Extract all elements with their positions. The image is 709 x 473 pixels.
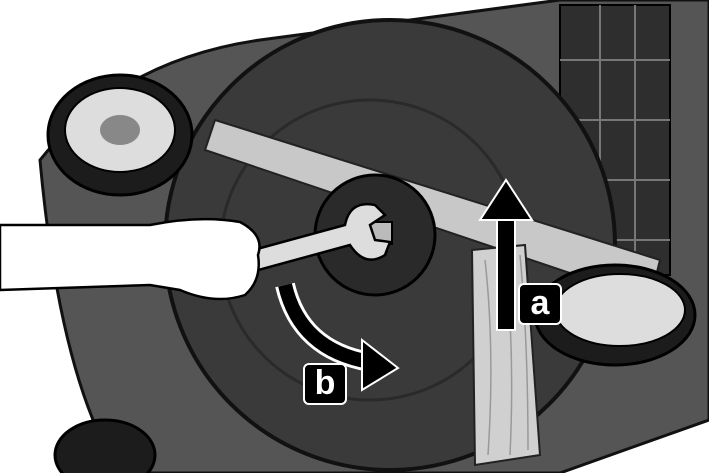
hand <box>0 217 261 301</box>
wheel-rear-left <box>53 418 157 473</box>
wrench <box>233 202 392 277</box>
label-b: b <box>303 363 347 405</box>
wheel-rear-right <box>533 263 697 367</box>
label-a: a <box>518 283 562 325</box>
arrow-b-rotate <box>275 282 400 392</box>
arrow-a-up <box>478 178 534 331</box>
wheel-front-left <box>46 73 194 197</box>
